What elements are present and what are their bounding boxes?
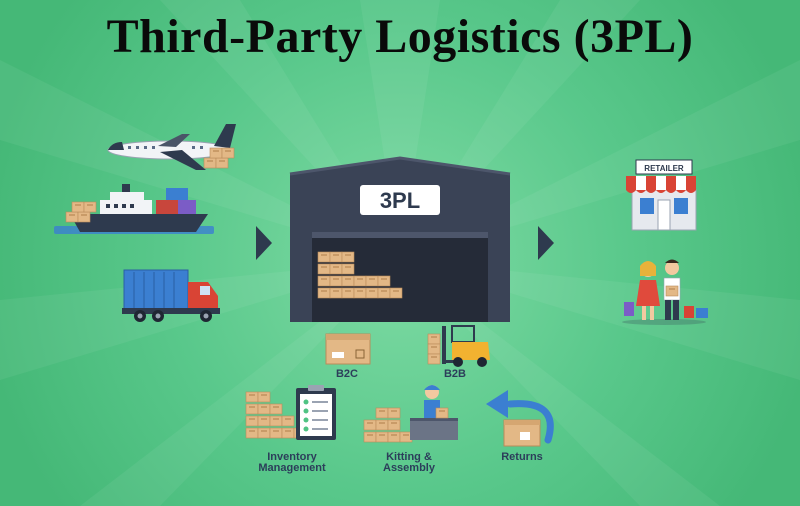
warehouse-sign: 3PL [380,188,420,213]
parcel-box-icon [325,333,371,365]
checklist-clipboard-icon [245,385,336,440]
forklift-icon [427,325,490,367]
inbound-arrow-icon [256,226,272,260]
outbound-arrow-icon [538,226,554,260]
b2c-label: B2C [335,368,358,380]
worker-at-table-icon [363,385,458,443]
cargo-ship-icon [54,184,214,234]
retailer-sign: RETAILER [644,164,684,173]
page-title: Third-Party Logistics (3PL) [106,10,694,63]
inventory-management-label: Inventory Management [250,452,334,474]
retailer-store-icon [626,159,697,231]
container-truck-icon [122,269,220,322]
return-arrow-icon [486,390,554,447]
kitting-assembly-label: Kitting & Assembly [372,452,446,474]
returns-label: Returns [501,451,543,463]
b2b-label: B2B [443,368,466,380]
airplane-icon [107,124,236,170]
inventory-label-line-2: Management [258,462,326,474]
shoppers-icon [622,259,708,325]
kitting-label-line-1: Kitting & [386,451,432,463]
inventory-label-line-1: Inventory [267,451,317,463]
kitting-label-line-2: Assembly [383,462,435,474]
